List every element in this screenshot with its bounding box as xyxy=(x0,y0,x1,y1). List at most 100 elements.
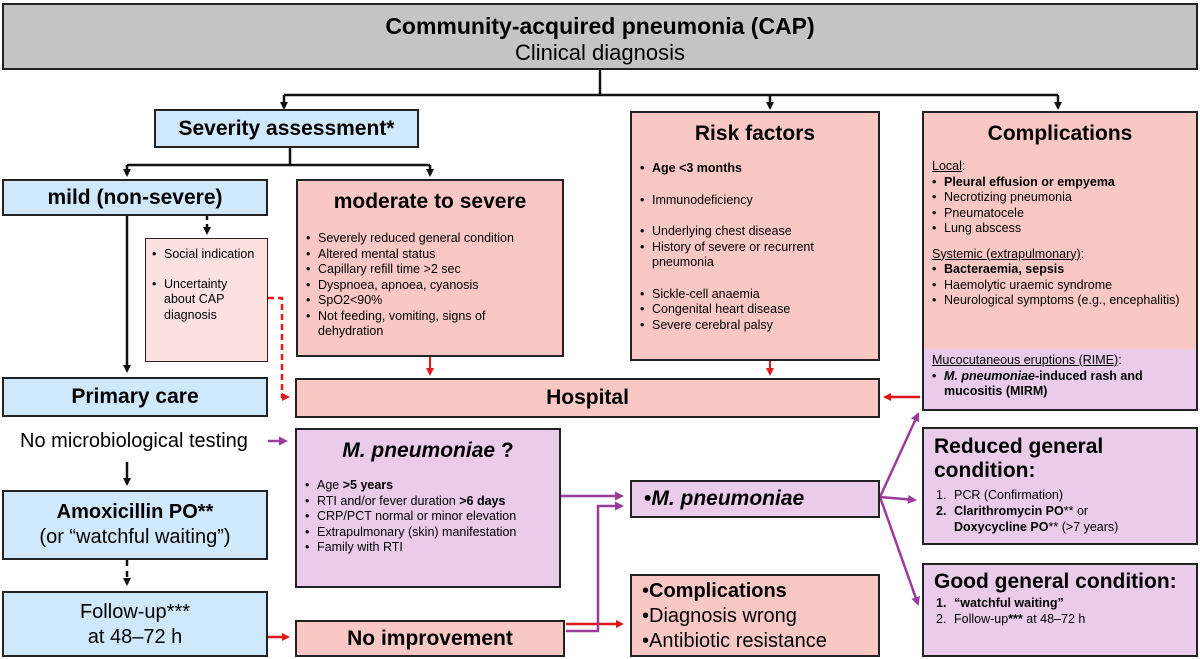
amox-title: Amoxicillin PO** xyxy=(56,501,214,523)
reduced-drug2-note: ** (>7 years) xyxy=(1048,520,1119,534)
severity-assessment-box: Severity assessment* xyxy=(154,109,419,148)
mp-box: •M. pneumoniae xyxy=(630,480,880,518)
local-heading: Local: xyxy=(932,159,1188,175)
moderate-item: Altered mental status xyxy=(306,247,554,263)
mild-title: mild (non-severe) xyxy=(47,186,223,209)
mpq-item2-bold: >6 days xyxy=(459,493,506,508)
outcome-item: •Complications xyxy=(642,580,787,602)
local-item: Pleural effusion or empyema xyxy=(932,175,1188,191)
mpq-item1-text: Age xyxy=(317,478,343,492)
local-colon: : xyxy=(961,159,966,173)
reduced-item1: PCR (Confirmation) xyxy=(954,488,1064,502)
systemic-item: Neurological symptoms (e.g., encephaliti… xyxy=(932,293,1188,309)
primary-title: Primary care xyxy=(71,385,199,408)
risk-item: History of severe or recurrent pneumonia xyxy=(640,240,870,271)
mpq-item: Age >5 years xyxy=(305,478,551,494)
good-num1: 1. xyxy=(936,596,947,610)
good-item: 1. “watchful waiting” xyxy=(934,595,1186,611)
outcome-complications: Complications xyxy=(649,580,787,602)
mp-branch-connector xyxy=(878,412,920,606)
reduced-drug1: Clarithromycin PO xyxy=(954,504,1064,518)
systemic-item: Bacteraemia, sepsis xyxy=(932,262,1188,278)
good-item2-c: at 48–72 h xyxy=(1022,612,1086,626)
systemic-heading: Systemic (extrapulmonary): xyxy=(932,247,1188,263)
mp-species: M. pneumoniae xyxy=(651,487,805,510)
amox-subtitle: (or “watchful waiting”) xyxy=(39,526,231,548)
good-item1: “watchful waiting” xyxy=(954,596,1064,610)
cap-title: Community-acquired pneumonia (CAP) xyxy=(385,13,815,39)
mpq-title-mark: ? xyxy=(495,439,514,462)
local-item: Lung abscess xyxy=(932,221,1188,237)
risk-factors-box: Risk factors Age <3 months Immunodeficie… xyxy=(630,111,880,361)
severity-title: Severity assessment* xyxy=(178,117,395,140)
followup-box: Follow-up*** at 48–72 h xyxy=(2,591,268,657)
moderate-severe-box: moderate to severe Severely reduced gene… xyxy=(296,179,564,357)
good-item: 2. Follow-up*** at 48–72 h xyxy=(934,611,1186,627)
mpq-item: Family with RTI xyxy=(305,540,551,556)
outcome-resistance: Antibiotic resistance xyxy=(649,630,827,652)
complications-title: Complications xyxy=(987,122,1133,145)
mp-bullet: • xyxy=(644,487,652,510)
mpq-item: RTI and/or fever duration >6 days xyxy=(305,494,551,510)
social-indication-box: Social indication Uncertainty about CAP … xyxy=(145,238,268,362)
moderate-item: Severely reduced general condition xyxy=(306,231,554,247)
muco-label: Mucocutaneous eruptions (RIME) xyxy=(932,353,1119,367)
cap-diagnosis-box: Community-acquired pneumonia (CAP) Clini… xyxy=(2,3,1198,70)
mpq-item: Extrapulmonary (skin) manifestation xyxy=(305,525,551,541)
systemic-label: Systemic (extrapulmonary) xyxy=(932,246,1081,261)
reduced-drug2: Doxycycline PO xyxy=(954,520,1049,534)
mild-box: mild (non-severe) xyxy=(2,179,268,216)
risk-item: Underlying chest disease xyxy=(640,224,870,240)
good-item2-a: Follow-up xyxy=(954,612,1009,626)
social-item: Uncertainty about CAP diagnosis xyxy=(152,277,261,324)
risk-title: Risk factors xyxy=(694,122,816,145)
reduced-num1: 1. xyxy=(936,488,947,502)
reduced-condition-box: Reduced general condition: 1.PCR (Confir… xyxy=(922,427,1198,545)
muco-item-rest: -induced rash and mucositis (MIRM) xyxy=(944,368,1143,399)
muco-item-species: M. pneumoniae xyxy=(944,368,1035,383)
outcome-diagnosis: Diagnosis wrong xyxy=(649,605,797,627)
mpq-item: CRP/PCT normal or minor elevation xyxy=(305,509,551,525)
reduced-num2: 2. xyxy=(936,504,947,518)
mpq-item2-text: RTI and/or fever duration xyxy=(317,493,460,508)
risk-item: Sickle-cell anaemia xyxy=(640,287,870,303)
good-num2: 2. xyxy=(936,612,947,626)
outcome-item: •Antibiotic resistance xyxy=(642,630,827,652)
risk-item: Severe cerebral palsy xyxy=(640,318,870,334)
muco-colon: : xyxy=(1118,353,1122,367)
hospital-title: Hospital xyxy=(546,386,629,409)
reduced-item: 2. Clarithromycin PO** or Doxycycline PO**… xyxy=(934,503,1186,535)
noimprove-to-mp-arrow xyxy=(566,501,624,633)
moderate-item: SpO2<90% xyxy=(306,293,554,309)
complications-box: Complications Local: Pleural effusion or… xyxy=(922,111,1198,411)
good-title: Good general condition: xyxy=(934,570,1177,593)
no-micro-testing-text: No microbiological testing xyxy=(20,430,248,452)
followup-line1: Follow-up*** xyxy=(79,601,191,623)
muco-heading: Mucocutaneous eruptions (RIME): xyxy=(932,353,1188,369)
mp-question-box: M. pneumoniae ? Age >5 years RTI and/or … xyxy=(295,428,561,588)
systemic-colon: : xyxy=(1080,246,1085,261)
risk-item: Immunodeficiency xyxy=(640,193,870,209)
moderate-item: Not feeding, vomiting, signs of dehydrat… xyxy=(306,309,554,340)
local-item: Pneumatocele xyxy=(932,206,1188,222)
muco-item: M. pneumoniae-induced rash and mucositis… xyxy=(932,369,1188,400)
good-condition-box: Good general condition: 1. “watchful wait… xyxy=(922,563,1198,657)
amoxicillin-box: Amoxicillin PO** (or “watchful waiting”) xyxy=(2,490,268,560)
local-label: Local xyxy=(932,159,962,173)
mpq-item1-bold: >5 years xyxy=(342,478,394,492)
primary-care-box: Primary care xyxy=(2,377,268,417)
systemic-item: Haemolytic uraemic syndrome xyxy=(932,278,1188,294)
moderate-item: Capillary refill time >2 sec xyxy=(306,262,554,278)
mpq-title: M. pneumoniae ? xyxy=(305,438,551,464)
outcome-item: •Diagnosis wrong xyxy=(642,605,797,627)
reduced-drug1-note: ** or xyxy=(1063,504,1089,518)
moderate-item: Dyspnoea, apnoea, cyanosis xyxy=(306,278,554,294)
good-item2-b: *** xyxy=(1008,612,1023,626)
hospital-box: Hospital xyxy=(295,378,880,418)
social-to-hospital-arrow xyxy=(268,296,290,401)
risk-item: Age <3 months xyxy=(640,161,870,177)
local-item: Necrotizing pneumonia xyxy=(932,190,1188,206)
risk-item: Congenital heart disease xyxy=(640,302,870,318)
noimprove-title: No improvement xyxy=(347,627,513,650)
moderate-title: moderate to severe xyxy=(333,190,527,213)
